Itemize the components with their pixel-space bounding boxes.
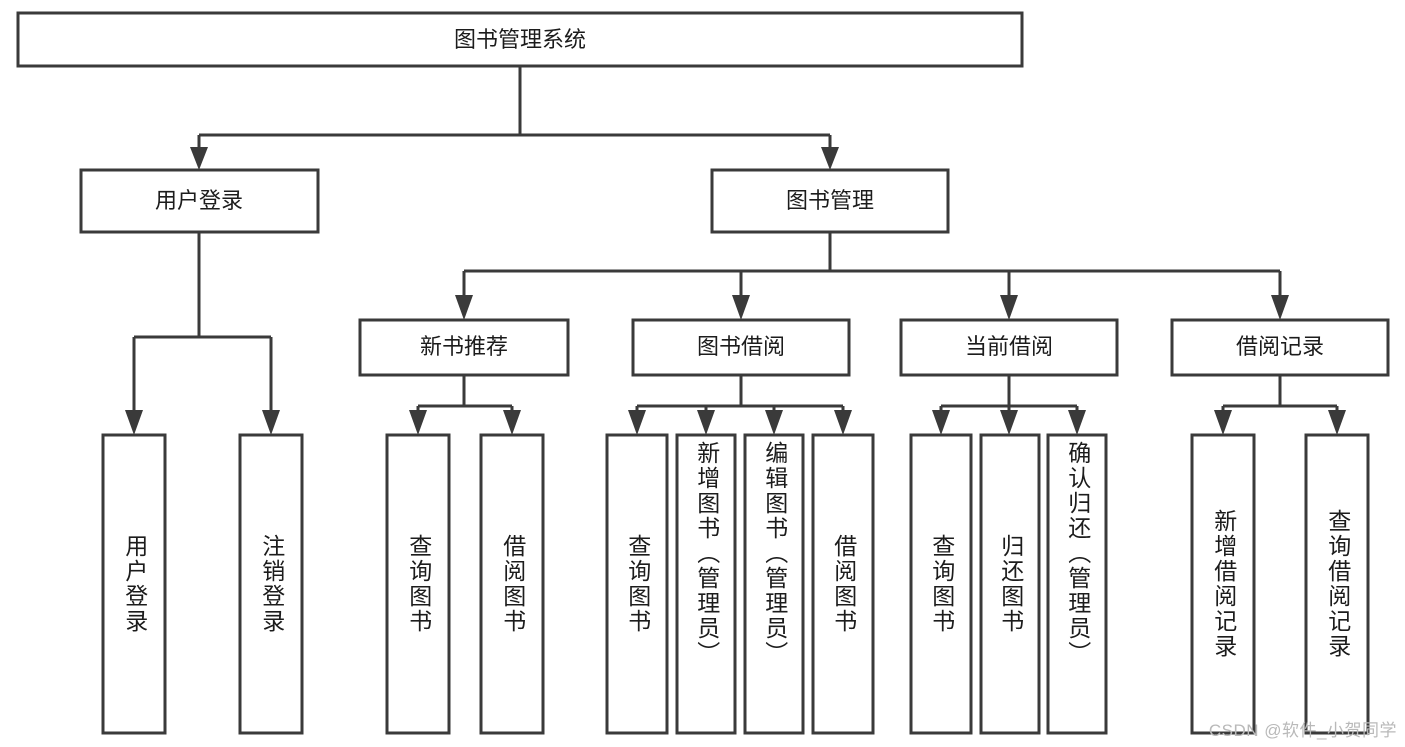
- arrow-to-leaf-query-book-1: [409, 410, 427, 435]
- connector-group-user-login: [125, 232, 280, 435]
- node-book-management-label: 图书管理: [786, 188, 874, 213]
- arrow-to-leaf-query-book-3: [932, 410, 950, 435]
- leaf-box-logout[interactable]: [238, 433, 304, 735]
- connector-group-book-borrow: [628, 375, 852, 435]
- arrow-to-leaf-query-record: [1328, 410, 1346, 435]
- csdn-watermark: CSDN @软件_小贺同学: [1208, 721, 1397, 740]
- arrow-root-to-book-mgmt: [821, 147, 839, 170]
- node-current-borrow[interactable]: 当前借阅: [899, 318, 1119, 377]
- node-book-management[interactable]: 图书管理: [710, 168, 950, 234]
- connector-group-current-borrow: [932, 375, 1086, 435]
- leaf-box-borrow-book-2[interactable]: [811, 433, 875, 735]
- arrow-to-leaf-user-login: [125, 410, 143, 435]
- leaf-box-query-book-3[interactable]: [909, 433, 973, 735]
- leaf-box-add-borrow-record[interactable]: [1190, 433, 1256, 735]
- arrow-to-leaf-query-book-2: [628, 410, 646, 435]
- connector-group-book-mgmt: [455, 232, 1289, 320]
- node-root-label: 图书管理系统: [454, 27, 586, 52]
- arrow-to-leaf-add-record: [1214, 410, 1232, 435]
- leaf-box-borrow-book-1[interactable]: [479, 433, 545, 735]
- leaf-box-query-book-1[interactable]: [385, 433, 451, 735]
- arrow-to-leaf-confirm-return: [1068, 410, 1086, 435]
- node-book-borrow-label: 图书借阅: [697, 334, 785, 359]
- arrow-to-leaf-add-book: [697, 410, 715, 435]
- connector-group-borrow-record: [1214, 375, 1346, 435]
- connector-group-new-book-rec: [409, 375, 521, 435]
- arrow-to-new-book-rec: [455, 295, 473, 320]
- node-new-book-recommend-box[interactable]: [358, 318, 570, 377]
- arrow-to-leaf-edit-book: [765, 410, 783, 435]
- node-new-book-recommend-label: 新书推荐: [420, 334, 508, 359]
- arrow-to-leaf-logout: [262, 410, 280, 435]
- node-borrow-record[interactable]: 借阅记录: [1170, 318, 1390, 377]
- leaf-box-query-book-2[interactable]: [605, 433, 669, 735]
- node-current-borrow-label: 当前借阅: [965, 334, 1053, 359]
- arrow-to-leaf-borrow-book-2: [834, 410, 852, 435]
- leaf-box-add-book[interactable]: [675, 433, 737, 735]
- node-user-login-box[interactable]: [79, 168, 320, 234]
- connector-group-root: [190, 66, 839, 170]
- leaf-box-user-login[interactable]: [101, 433, 167, 735]
- node-borrow-record-label: 借阅记录: [1236, 334, 1324, 359]
- arrow-to-borrow-record: [1271, 295, 1289, 320]
- node-book-borrow-box[interactable]: [631, 318, 851, 377]
- node-user-login[interactable]: 用户登录: [79, 168, 320, 234]
- arrow-to-leaf-borrow-book-1: [503, 410, 521, 435]
- node-root-box[interactable]: [16, 11, 1024, 68]
- node-book-borrow[interactable]: 图书借阅: [631, 318, 851, 377]
- arrow-to-current-borrow: [1000, 295, 1018, 320]
- leaf-box-return-book[interactable]: [979, 433, 1041, 735]
- node-borrow-record-box[interactable]: [1170, 318, 1390, 377]
- leaf-box-edit-book[interactable]: [743, 433, 805, 735]
- node-user-login-label: 用户登录: [155, 188, 243, 213]
- node-book-management-box[interactable]: [710, 168, 950, 234]
- node-root-book-management-system[interactable]: 图书管理系统: [16, 11, 1024, 68]
- leaf-box-confirm-return[interactable]: [1046, 433, 1108, 735]
- leaf-box-query-borrow-record[interactable]: [1304, 433, 1370, 735]
- arrow-root-to-user-login: [190, 147, 208, 170]
- arrow-to-leaf-return-book: [1000, 410, 1018, 435]
- node-current-borrow-box[interactable]: [899, 318, 1119, 377]
- arrow-to-book-borrow: [732, 295, 750, 320]
- node-new-book-recommend[interactable]: 新书推荐: [358, 318, 570, 377]
